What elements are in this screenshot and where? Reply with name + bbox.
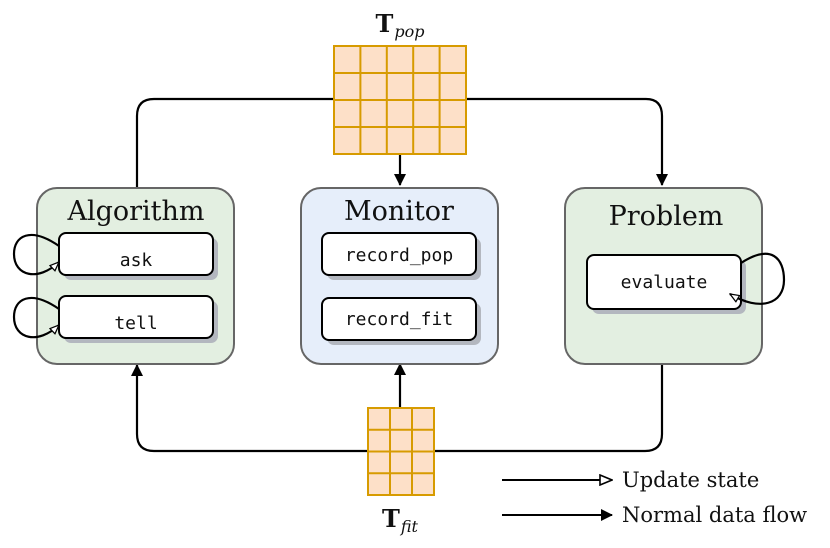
method-ask[interactable]: ask [58,232,218,280]
method-evaluate-label: evaluate [621,272,708,293]
tensor-pop-grid [333,45,467,155]
flow-pop-to-algorithm [135,97,334,188]
algorithm-title: Algorithm [66,196,204,227]
problem-box: Problem evaluate [564,187,763,365]
tensor-pop-label: Tpop [376,9,425,41]
method-tell[interactable]: tell [58,295,218,343]
tensor-fit-grid [367,407,435,496]
method-tell-label: tell [114,313,157,334]
flow-pop-to-problem [466,97,668,186]
tell-self-loop [12,297,59,339]
method-record-pop-label: record_pop [345,245,453,266]
method-record-fit-label: record_fit [345,309,453,330]
method-record-pop[interactable]: record_pop [321,232,481,280]
monitor-box: Monitor record_pop record_fit [300,187,499,365]
monitor-title: Monitor [344,196,454,227]
legend: Update state Normal data flow [502,468,807,527]
algorithm-box: Algorithm ask tell [36,187,235,365]
method-record-fit[interactable]: record_fit [321,297,481,345]
tensor-fit-label: Tfit [382,504,419,536]
flow-problem-to-fit [434,364,664,453]
legend-update-state-label: Update state [622,468,759,492]
flow-fit-to-algorithm [131,364,368,453]
legend-normal-flow-label: Normal data flow [622,503,807,527]
ask-self-loop [12,234,59,276]
problem-title: Problem [609,201,724,232]
evaluate-self-loop [730,252,786,305]
method-ask-label: ask [120,250,153,271]
method-evaluate[interactable]: evaluate [586,254,746,314]
